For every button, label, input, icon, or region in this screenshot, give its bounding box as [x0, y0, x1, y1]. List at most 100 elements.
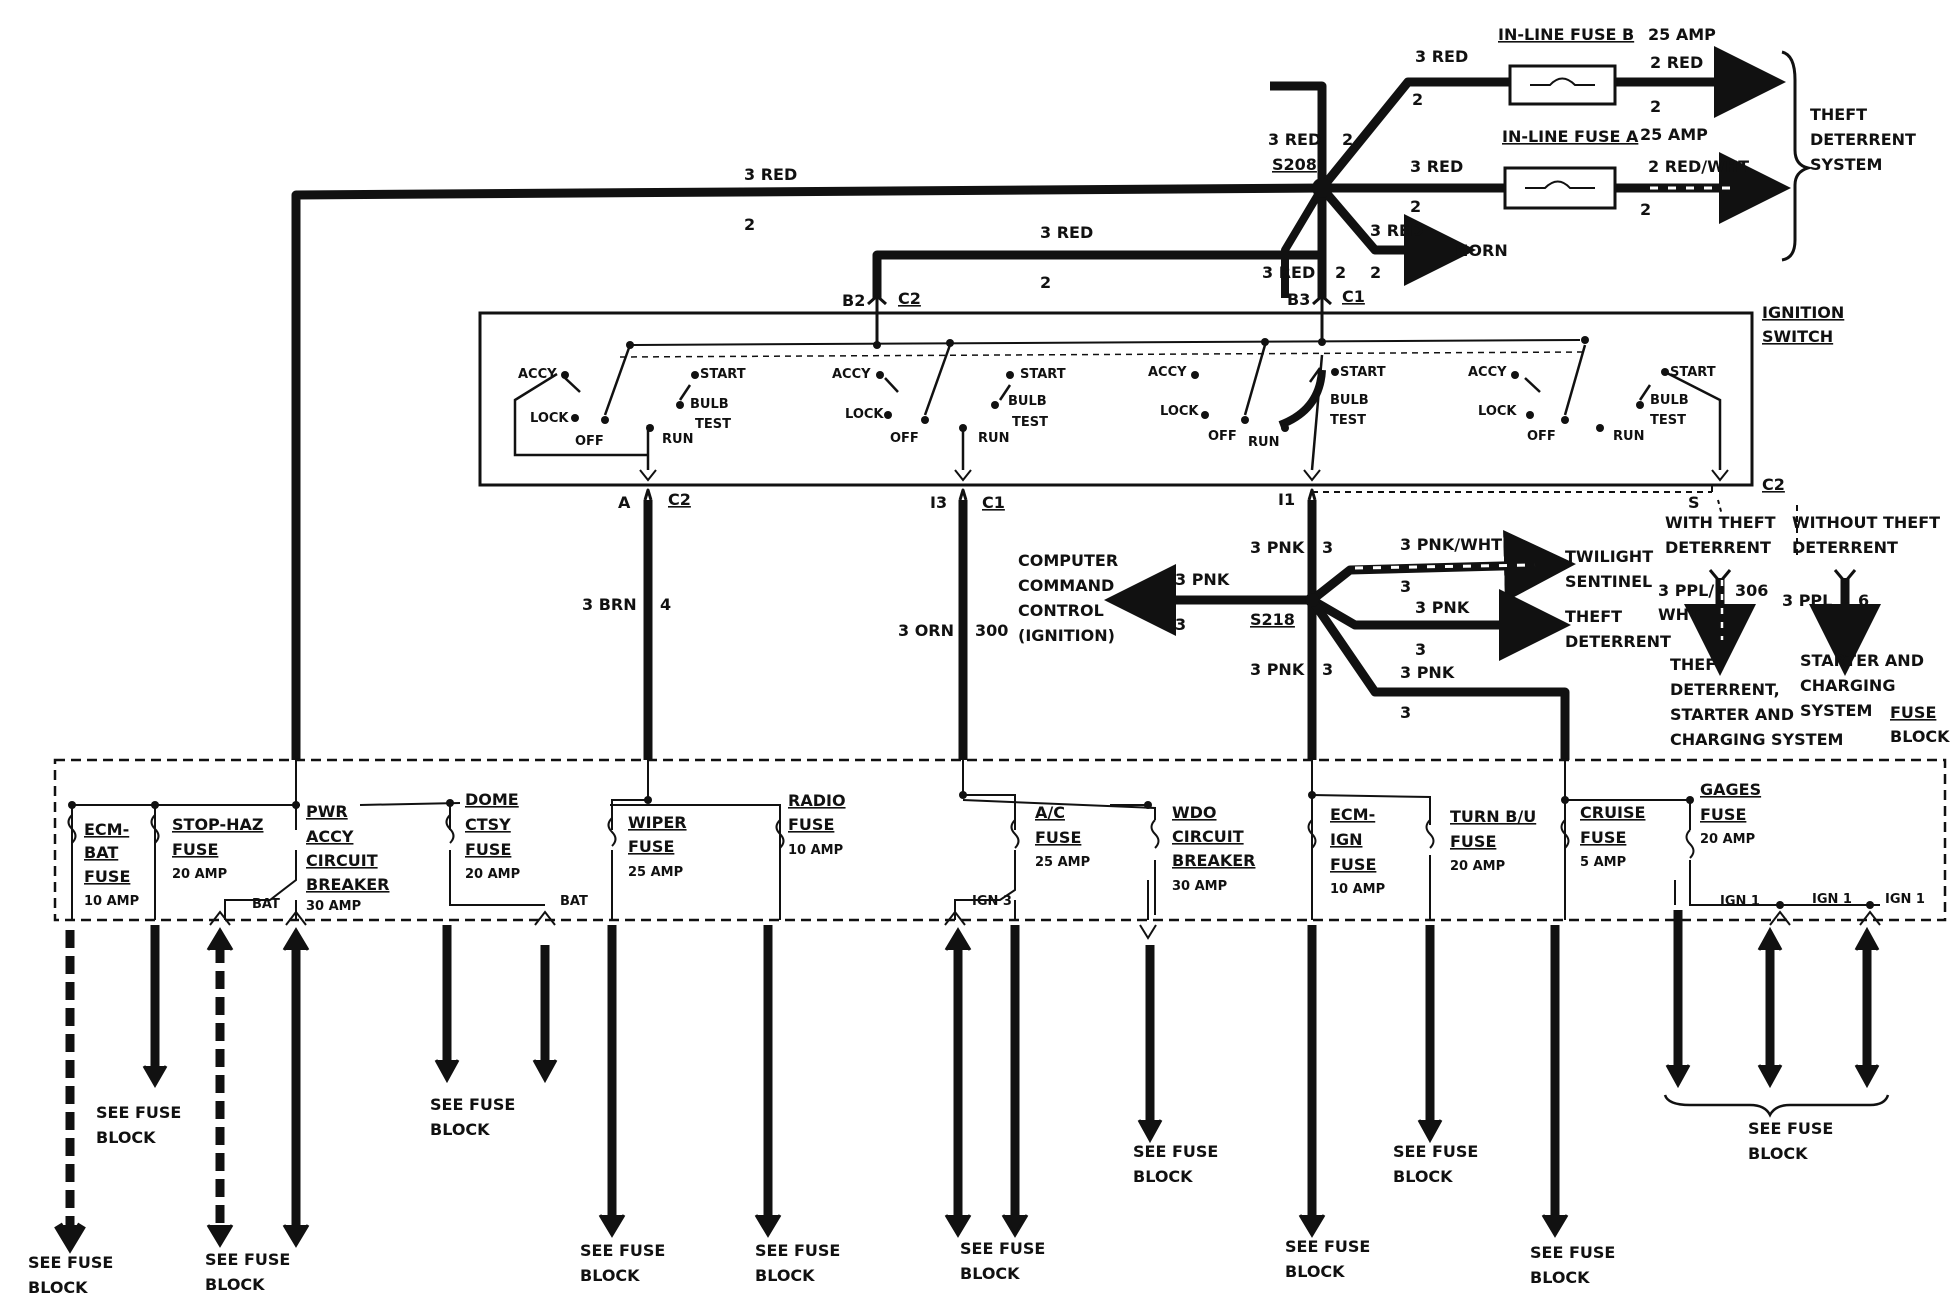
label-fuses-stop_haz-lines-0: STOP-HAZ — [172, 815, 264, 834]
label-theft-starter-1: THEFT — [1670, 655, 1727, 674]
label-splice-s208: S208 — [1272, 155, 1317, 174]
label-fuses-ign3: IGN 3 — [972, 894, 1012, 909]
label-fuses-stop_haz-lines-1: FUSE — [172, 840, 218, 859]
label-see_fuse_block-line2: BLOCK — [580, 1266, 640, 1285]
label-starter-3: SYSTEM — [1800, 701, 1872, 720]
label-fuses-bat_2: BAT — [560, 894, 588, 909]
label-to-fuse-b: 3 RED — [1415, 47, 1468, 66]
label-fuses-ac-rating: 25 AMP — [1035, 855, 1090, 870]
label-ignition-positions-off: OFF — [1208, 429, 1237, 444]
label-pnkwht-circuit: 3 — [1400, 577, 1411, 596]
wire-diag-b3 — [1281, 185, 1326, 298]
label-ignition-positions-test: TEST — [1330, 413, 1366, 428]
label-conn-b3: B3 — [1287, 290, 1310, 309]
label-theft-system-1: THEFT — [1810, 105, 1867, 124]
mid-wiring — [643, 485, 1881, 760]
label-see_fuse_block-line1: SEE FUSE — [960, 1239, 1045, 1258]
label-ignition-positions-run: RUN — [1613, 429, 1644, 444]
label-ignition-positions-accy: ACCY — [832, 367, 871, 382]
label-fuse-a-rating: 25 AMP — [1640, 125, 1708, 144]
label-fuses-ac-lines-1: FUSE — [1035, 828, 1081, 847]
wire-fuse-b-in — [1318, 77, 1510, 191]
label-see_fuse_block-line1: SEE FUSE — [1133, 1142, 1218, 1161]
label-see_fuse_block-line1: SEE FUSE — [580, 1241, 665, 1260]
wire-horn — [1318, 185, 1440, 255]
label-fuses-ecm_bat-rating: 10 AMP — [84, 894, 139, 909]
wire-stub-top — [1270, 81, 1327, 188]
label-theft-system-3: SYSTEM — [1810, 155, 1882, 174]
label-conn-s: S — [1688, 493, 1700, 512]
label-fuses-turn-lines-0: TURN B/U — [1450, 807, 1536, 826]
label-fuses-cruise-lines-0: CRUISE — [1580, 803, 1645, 822]
label-conn-i1: I1 — [1278, 490, 1295, 509]
label-orn-wire: 3 ORN — [898, 621, 954, 640]
label-conn-a-c: C2 — [668, 490, 691, 509]
label-theft-starter-4: CHARGING SYSTEM — [1670, 730, 1843, 749]
label-pnk-low: 3 PNK — [1250, 660, 1305, 679]
inline-fuse-a — [1503, 166, 1617, 210]
label-starter-1: STARTER AND — [1800, 651, 1924, 670]
label-conn-i3: I3 — [930, 493, 947, 512]
label-fuses-wdo-lines-2: BREAKER — [1172, 851, 1255, 870]
label-ignition-2: SWITCH — [1762, 327, 1833, 346]
label-ppl2-circuit: 6 — [1858, 591, 1869, 610]
label-see_fuse_block-line1: SEE FUSE — [1530, 1243, 1615, 1262]
label-without-theft-2: DETERRENT — [1792, 538, 1898, 557]
wire-b2-feed — [872, 188, 1327, 298]
label-fuse-block-2: BLOCK — [1890, 727, 1950, 746]
label-starter-2: CHARGING — [1800, 676, 1895, 695]
top-wiring — [291, 46, 1791, 760]
label-fuses-stop_haz-rating: 20 AMP — [172, 867, 227, 882]
splice-s208-dot — [1312, 178, 1332, 198]
label-ignition-positions-accy: ACCY — [1148, 365, 1187, 380]
label-pnk-theft: 3 PNK — [1415, 598, 1470, 617]
label-to-fuse-b-circuit: 2 — [1412, 90, 1423, 109]
label-ignition-positions-test: TEST — [695, 417, 731, 432]
label-fuse-block-1: FUSE — [1890, 703, 1936, 722]
label-pnk-cruise-circuit: 3 — [1400, 703, 1411, 722]
label-fuses-ecm_ign-lines-0: ECM- — [1330, 805, 1375, 824]
fuse-block — [53, 758, 1947, 940]
label-fuses-gages-rating: 20 AMP — [1700, 832, 1755, 847]
label-see_fuse_block-line2: BLOCK — [96, 1128, 156, 1147]
bottom-leads — [54, 910, 1890, 1254]
label-fuse-b-out: 2 RED — [1650, 53, 1703, 72]
label-fuse-b-out-circuit: 2 — [1650, 97, 1661, 116]
label-s218: S218 — [1250, 610, 1295, 629]
label-fuses-gages-lines-0: GAGES — [1700, 780, 1761, 799]
label-see_fuse_block-line1: SEE FUSE — [205, 1250, 290, 1269]
label-computer-4: (IGNITION) — [1018, 626, 1115, 645]
label-b3-circuit-a: 2 — [1335, 263, 1346, 282]
label-conn-b2: B2 — [842, 291, 865, 310]
label-fuses-dome-rating: 20 AMP — [465, 867, 520, 882]
label-ignition-positions-bulb: BULB — [1330, 393, 1369, 408]
label-fuse-a: IN-LINE FUSE A — [1502, 127, 1639, 146]
label-with-theft-1: WITH THEFT — [1665, 513, 1776, 532]
label-ignition-1: IGNITION — [1762, 303, 1844, 322]
label-ignition-positions-lock: LOCK — [1478, 404, 1517, 419]
label-brn-wire: 3 BRN — [582, 595, 637, 614]
label-theft-2: DETERRENT — [1565, 632, 1671, 651]
label-computer-1: COMPUTER — [1018, 551, 1118, 570]
label-twilight-2: SENTINEL — [1565, 572, 1652, 591]
label-see_fuse_block-line1: SEE FUSE — [1285, 1237, 1370, 1256]
label-see_fuse_block-line2: BLOCK — [1285, 1262, 1345, 1281]
label-to-fuse-a: 3 RED — [1410, 157, 1463, 176]
label-fuse-a-out: 2 RED/WHT — [1648, 157, 1749, 176]
label-ignition-positions-start: START — [700, 367, 746, 382]
label-theft-system-2: DETERRENT — [1810, 130, 1916, 149]
label-splice-circuit: 2 — [1342, 130, 1353, 149]
label-fuses-dome-lines-1: CTSY — [465, 815, 511, 834]
label-see_fuse_block-line1: SEE FUSE — [1393, 1142, 1478, 1161]
label-fuses-radio-lines-0: RADIO — [788, 791, 846, 810]
label-3red-main: 3 RED — [744, 165, 797, 184]
label-ignition-positions-lock: LOCK — [530, 411, 569, 426]
label-fuse-b-rating: 25 AMP — [1648, 25, 1716, 44]
label-ignition-positions-lock: LOCK — [845, 407, 884, 422]
label-fuses-ign1_a: IGN 1 — [1720, 894, 1760, 909]
label-ignition-positions-bulb: BULB — [690, 397, 729, 412]
label-fuses-pwr_accy-lines-3: BREAKER — [306, 875, 389, 894]
label-see_fuse_block-line2: BLOCK — [1133, 1167, 1193, 1186]
